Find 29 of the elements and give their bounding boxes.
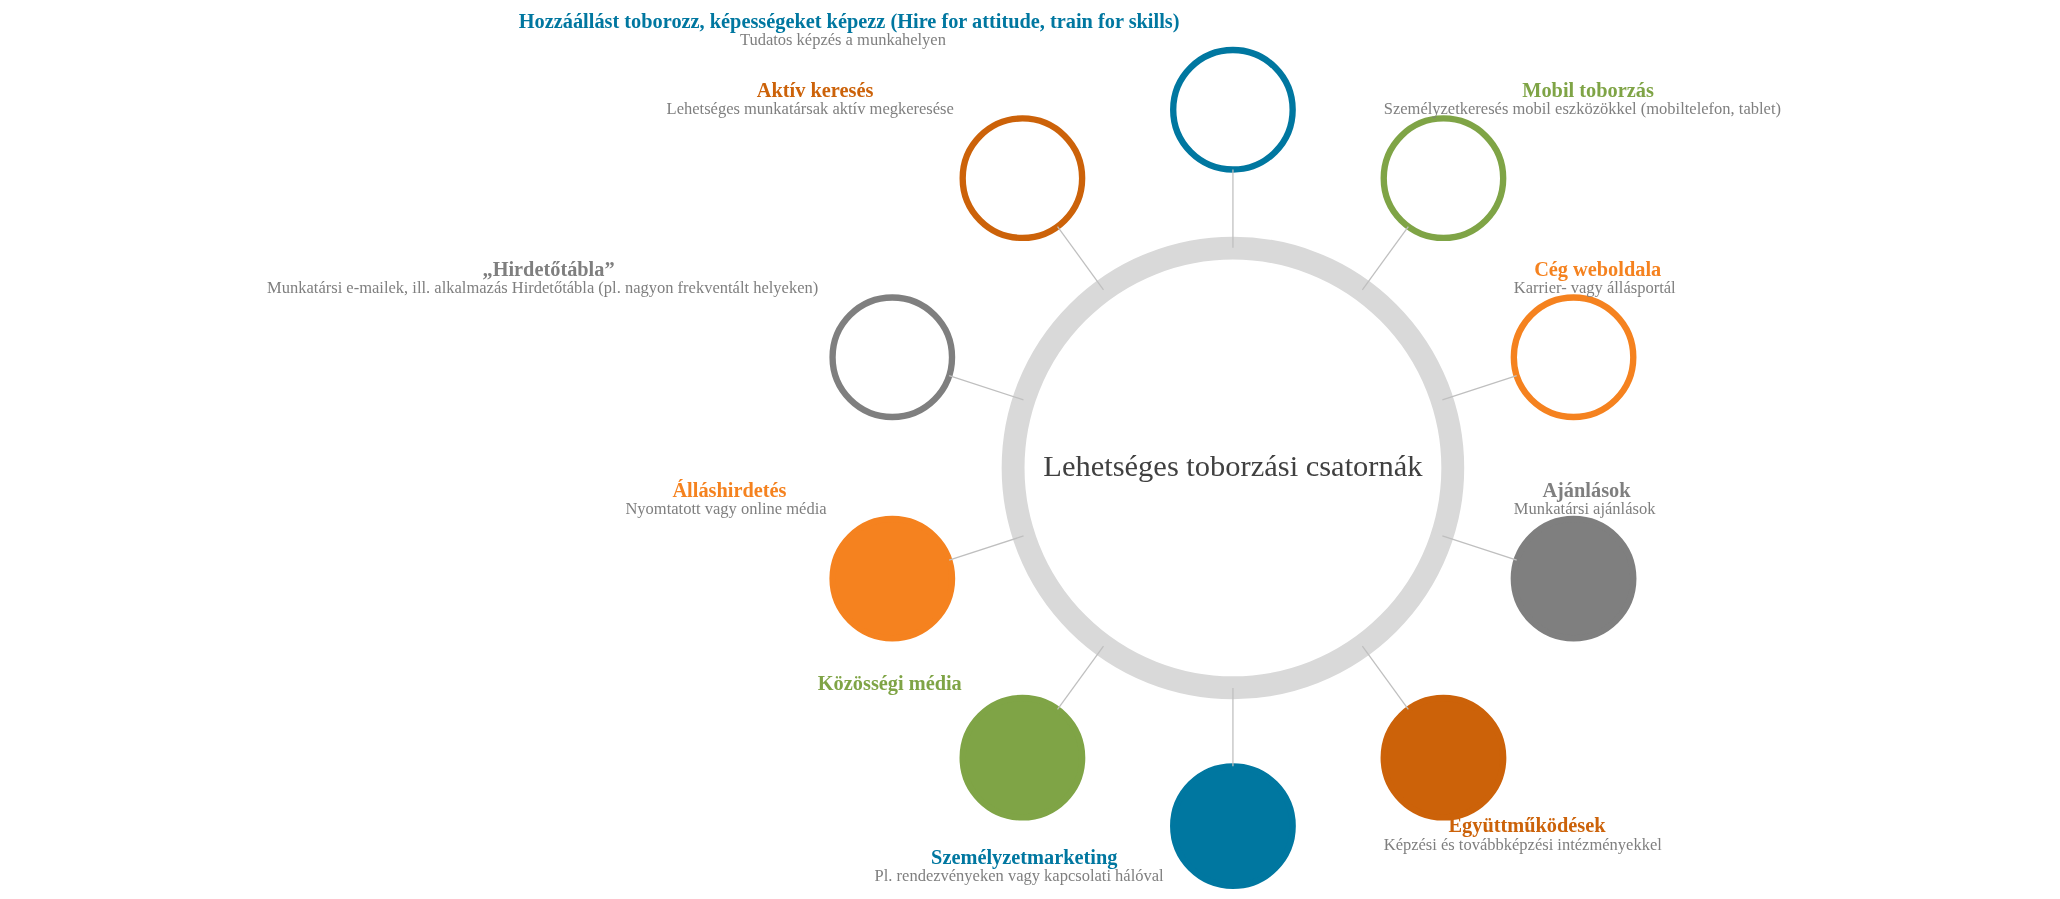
node-circle	[959, 694, 1086, 821]
connector	[1232, 168, 1234, 249]
connector	[1056, 225, 1105, 291]
node-label: Lehetséges munkatársak aktív megkeresése	[666, 98, 954, 118]
node-label: Együttműködések	[1448, 814, 1606, 837]
node-label: Személyzetkeresés mobil eszközökkel (mobiltelefon, tablet)	[1383, 98, 1781, 118]
connector	[1361, 225, 1409, 291]
node-circle: Lehetséges toborzási csatornák	[1001, 236, 1465, 700]
node-label: Álláshirdetés	[672, 479, 787, 502]
node-circle	[829, 515, 956, 642]
node-label: Ajánlások	[1542, 479, 1631, 502]
connector	[948, 535, 1025, 561]
connector	[1441, 375, 1518, 401]
node-label: Aktív keresés	[756, 78, 874, 101]
connector	[948, 375, 1025, 401]
connector	[1441, 535, 1518, 561]
node-label: Személyzetmarketing	[931, 845, 1118, 868]
node-label: Hozzáállást toborozz, képességeket képezz (Hire for attitude, train for skills)	[518, 10, 1180, 33]
connector	[1361, 645, 1409, 710]
node-circle	[1170, 763, 1296, 889]
connector	[1056, 645, 1105, 710]
connector	[1232, 687, 1234, 767]
node-circle	[959, 115, 1086, 242]
node-label: „Hirdetőtábla”	[482, 257, 615, 280]
node-circle	[829, 294, 956, 421]
node-label: Nyomtatott vagy online média	[625, 499, 827, 519]
node-label: Mobil toborzás	[1522, 78, 1654, 101]
node-label: Közösségi média	[817, 672, 962, 695]
node-circle	[1170, 46, 1296, 173]
